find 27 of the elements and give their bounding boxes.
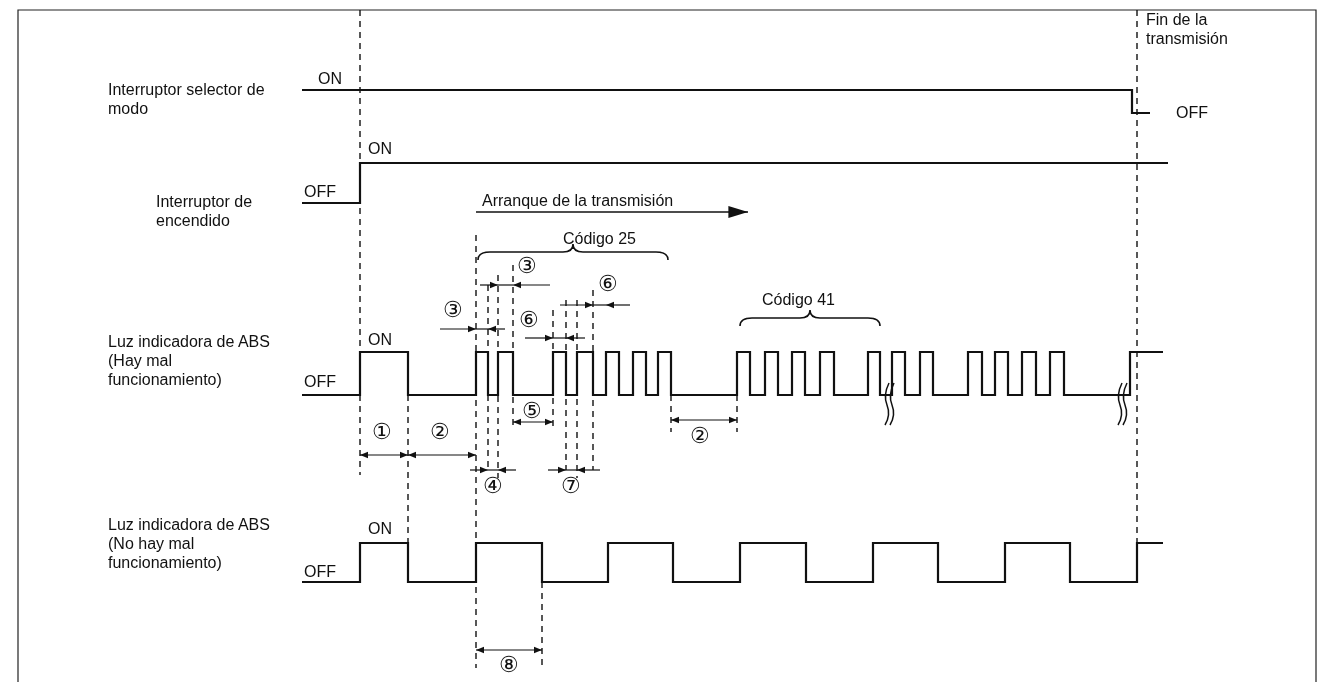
- state-label: ON: [368, 139, 392, 158]
- dimension-number: ③: [443, 298, 463, 322]
- dimension-number: ⑧: [499, 653, 519, 677]
- dimension-number: ③: [517, 254, 537, 278]
- dimension-number: ②: [430, 420, 450, 444]
- state-label: ON: [368, 519, 392, 538]
- code-label: Código 41: [762, 290, 835, 309]
- signal-label: Luz indicadora de ABS (No hay mal funcionamiento): [108, 515, 271, 572]
- code-label: Código 25: [563, 229, 636, 248]
- dimension-number: ⑥: [519, 308, 539, 332]
- dimension-number: ⑥: [598, 272, 618, 296]
- annotation-label: Arranque de la transmisión: [482, 191, 674, 210]
- state-label: OFF: [304, 562, 336, 581]
- state-label: ON: [368, 330, 392, 349]
- signal-label: Interruptor de encendido: [156, 192, 254, 230]
- state-label: ON: [318, 69, 342, 88]
- dimension-number: ⑦: [561, 474, 581, 498]
- dimension-number: ④: [483, 474, 503, 498]
- dimension-number: ①: [372, 420, 392, 444]
- state-label: OFF: [1176, 103, 1208, 122]
- state-label: OFF: [304, 372, 336, 391]
- state-label: OFF: [304, 182, 336, 201]
- signal-label: Luz indicadora de ABS (Hay mal funcionamiento): [108, 332, 271, 389]
- dimension-number: ②: [690, 424, 710, 448]
- end-label: Fin de la transmisión: [1146, 10, 1229, 48]
- dimension-number: ⑤: [522, 399, 542, 423]
- signal-label: Interruptor selector de modo: [108, 80, 266, 118]
